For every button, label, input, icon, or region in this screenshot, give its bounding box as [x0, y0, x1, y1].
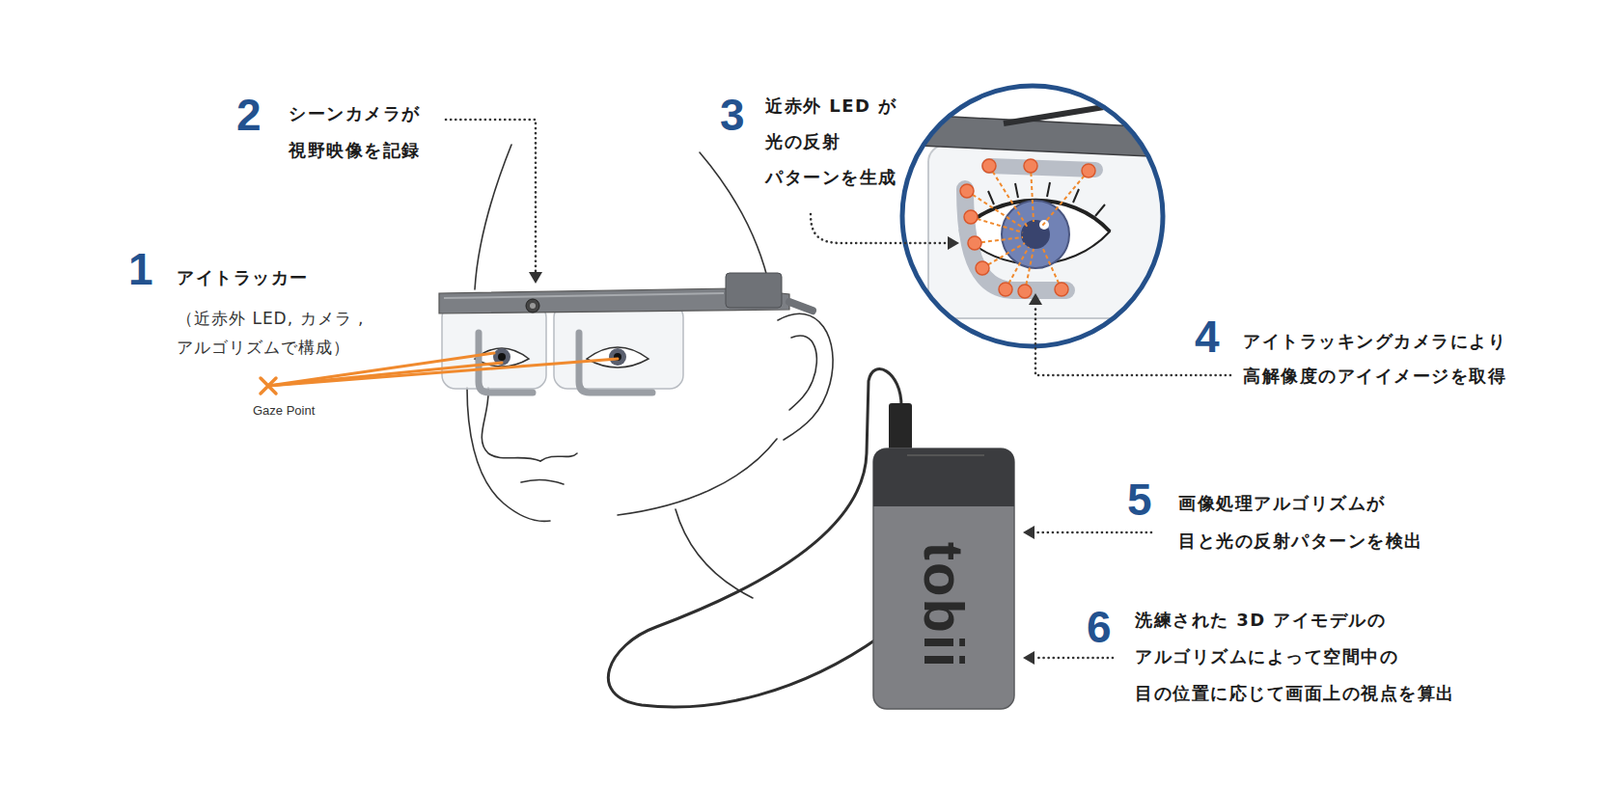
- gaze-line: [268, 353, 495, 387]
- brand-logo: tobii: [915, 542, 972, 670]
- arrowhead: [1022, 525, 1035, 540]
- unit-cap-edge: [907, 454, 985, 457]
- leader-line: [1034, 531, 1152, 535]
- leader-lines: [445, 119, 1231, 659]
- magnifier-ring: [902, 85, 1163, 347]
- gaze-point-mark: [260, 378, 276, 394]
- callout-text: 近赤外 LED が 光の反射 パターンを生成: [765, 87, 920, 195]
- callout-text: 洗練された 3D アイモデルの アルゴリズムによって空間中の 目の位置に応じて画…: [1134, 602, 1483, 713]
- gaze-point-label: Gaze Point: [252, 403, 315, 419]
- neck-line: [675, 509, 753, 599]
- frame-highlight: [443, 293, 724, 299]
- arrowhead: [1028, 293, 1043, 305]
- scene-camera: [525, 299, 540, 313]
- leader-line: [445, 119, 536, 273]
- cable-plug: [888, 403, 912, 452]
- callout-number: 6: [1086, 605, 1112, 650]
- leader-line: [1035, 304, 1231, 376]
- magnified-lens: [928, 144, 1170, 319]
- callout-number: 5: [1127, 477, 1153, 523]
- right-lens: [553, 303, 684, 389]
- nose-line: [481, 387, 541, 462]
- gaze-lines: [260, 353, 618, 394]
- ear-outline: [777, 313, 833, 441]
- unit-cap: [873, 448, 1015, 507]
- back-of-head-line: [699, 152, 771, 290]
- callout-text: （近赤外 LED, カメラ , アルゴリズムで構成）: [176, 303, 380, 362]
- led-frame-top: [989, 165, 1096, 170]
- eyebrow: [1003, 106, 1110, 124]
- eye-tracker-glasses: [439, 273, 813, 393]
- left-pupil: [497, 353, 506, 361]
- right-iris: [608, 348, 627, 366]
- earpiece-module: [725, 273, 782, 308]
- leader-line: [810, 214, 948, 244]
- unit-body: [873, 448, 1015, 710]
- callout-text: シーンカメラが 視野映像を記録: [288, 95, 443, 169]
- tobii-recording-unit: [873, 403, 1015, 710]
- callout-text: 画像処理アルゴリズムが 目と光の反射パターンを検出: [1178, 484, 1449, 560]
- led-frame-side: [965, 189, 1067, 291]
- scene-camera-lens: [529, 303, 536, 309]
- arrowhead: [528, 272, 543, 284]
- callout-number: 4: [1194, 314, 1220, 359]
- gaze-line: [268, 358, 618, 387]
- jaw-line: [617, 439, 777, 516]
- arrowhead: [947, 236, 960, 250]
- callout-text: アイトラッキングカメラにより 高解像度のアイイメージを取得: [1242, 324, 1533, 394]
- ear-inner: [789, 335, 817, 411]
- callout-heading: アイトラッカー: [176, 263, 309, 293]
- callout-number: 1: [128, 247, 154, 292]
- cable: [607, 369, 902, 708]
- right-led-frame: [579, 332, 653, 393]
- callout-number: 3: [719, 92, 745, 138]
- callout-number: 2: [236, 92, 262, 138]
- left-lens: [441, 303, 547, 389]
- nir-leds: [960, 159, 1096, 299]
- left-led-frame: [478, 332, 533, 393]
- iris: [1001, 200, 1070, 269]
- mouth-line: [521, 479, 564, 485]
- arrowhead: [1022, 651, 1035, 665]
- cheek-line: [467, 387, 551, 522]
- leader-line: [1034, 657, 1113, 661]
- nostril-line: [540, 453, 578, 462]
- led-reflection-lines: [966, 165, 1089, 292]
- temple-arm: [789, 302, 813, 311]
- forehead-line: [474, 144, 512, 290]
